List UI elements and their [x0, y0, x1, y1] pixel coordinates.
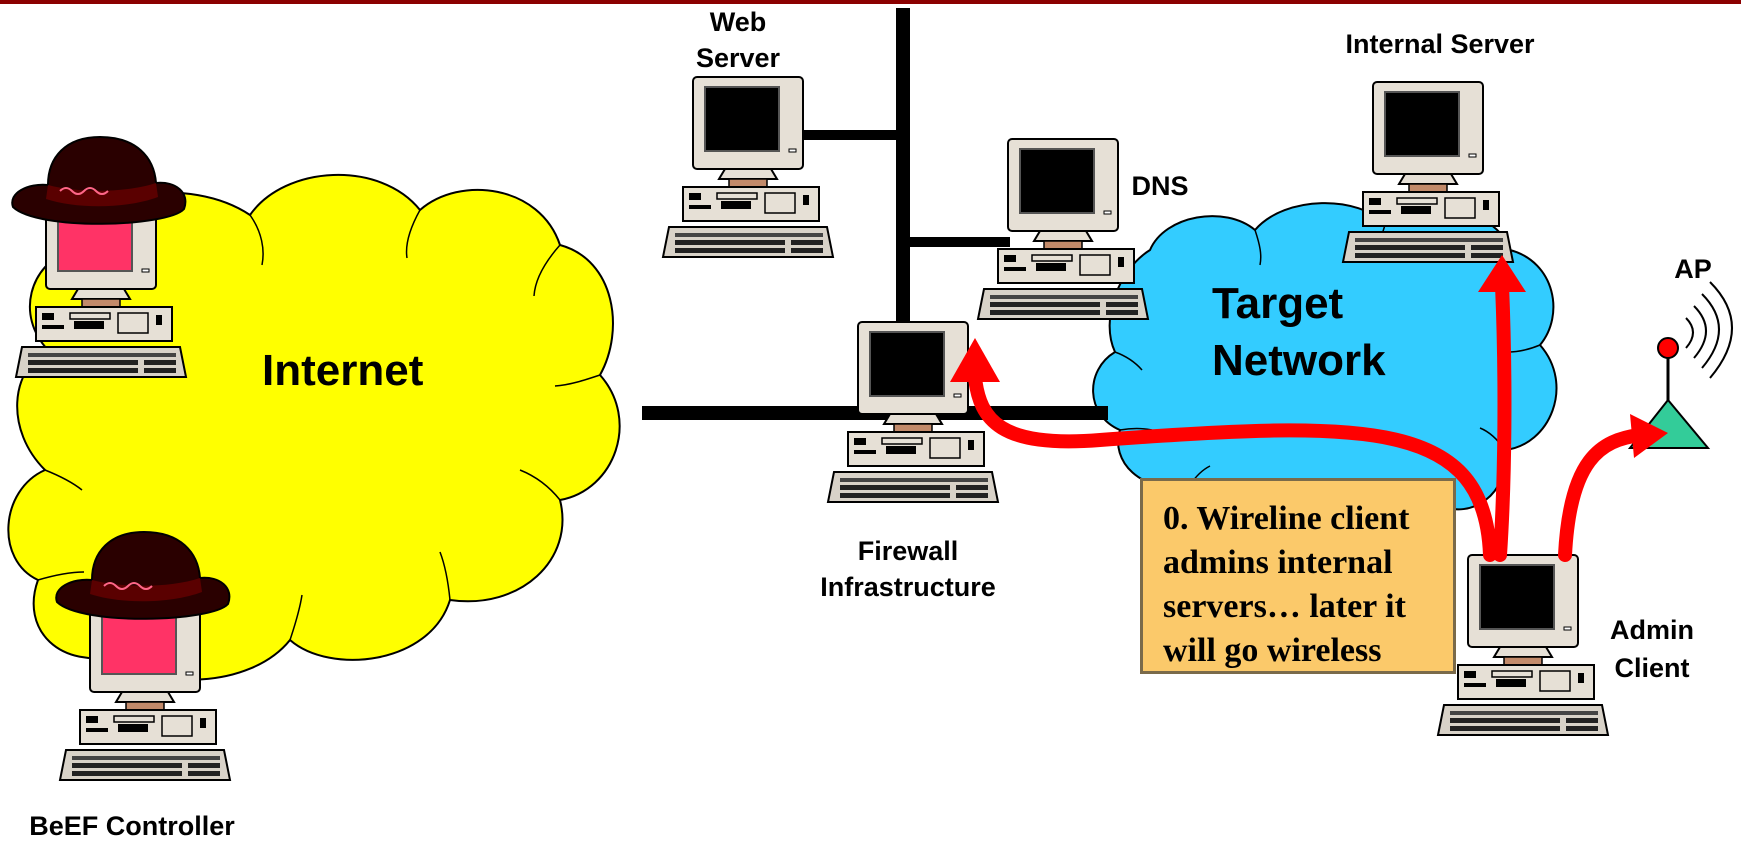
dns-computer-icon [977, 138, 1149, 320]
internal-server-computer-icon [1342, 81, 1514, 263]
target-network-label: Network [1212, 336, 1386, 385]
callout-note: 0. Wireline client admins internal serve… [1140, 478, 1456, 674]
admin-client-label: Client [1614, 653, 1689, 683]
admin-client-label: Admin [1610, 615, 1694, 645]
web-server-computer-icon [662, 76, 834, 258]
arrow-heads [950, 255, 1668, 458]
internal-server-label: Internal Server [1345, 29, 1535, 59]
dns-label: DNS [1131, 171, 1188, 201]
ap-label: AP [1674, 254, 1712, 284]
firewall-label: Infrastructure [820, 572, 996, 602]
beef-controller-label: BeEF Controller [29, 811, 235, 841]
admin-client-computer-icon [1437, 554, 1609, 736]
internet-label: Internet [262, 346, 424, 395]
traffic-arrows [968, 278, 1647, 562]
target-network-label: Target [1212, 279, 1344, 328]
web-server-label: Server [696, 43, 781, 73]
web-server-label: Web [710, 7, 767, 37]
firewall-label: Firewall [858, 536, 959, 566]
top-rule [0, 0, 1741, 4]
black-hat-icon [11, 136, 187, 225]
